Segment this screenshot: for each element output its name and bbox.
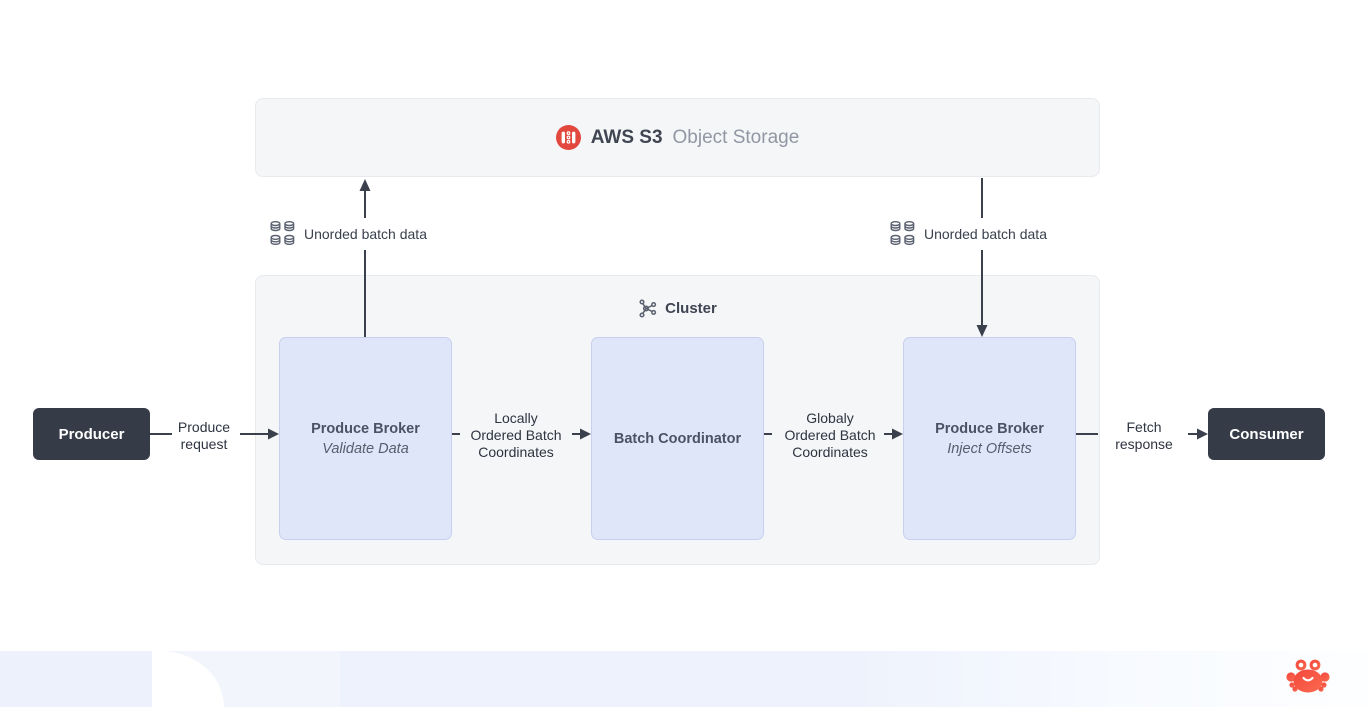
unordered-batch-data-right: Unorded batch data bbox=[889, 220, 1047, 247]
cluster-title: Cluster bbox=[665, 300, 717, 317]
edge-label-globally-ordered: Globaly Ordered Batch Coordinates bbox=[784, 410, 876, 460]
consumer-label: Consumer bbox=[1229, 425, 1304, 443]
s3-subtitle: Object Storage bbox=[672, 126, 800, 148]
node-consumer: Consumer bbox=[1208, 408, 1325, 460]
node-subtitle: Validate Data bbox=[322, 440, 409, 457]
edge-label-produce-request: Produce request bbox=[177, 419, 231, 452]
node-producer: Producer bbox=[33, 408, 150, 460]
node-title: Batch Coordinator bbox=[613, 430, 742, 447]
s3-bucket-icon bbox=[555, 125, 581, 150]
database-grid-icon bbox=[269, 220, 296, 247]
unordered-batch-data-label: Unorded batch data bbox=[304, 225, 427, 242]
database-grid-icon bbox=[889, 220, 916, 247]
node-title: Produce Broker bbox=[311, 420, 420, 437]
cluster-graph-icon bbox=[638, 299, 657, 318]
s3-storage-panel: AWS S3 Object Storage bbox=[255, 98, 1100, 177]
producer-label: Producer bbox=[58, 425, 125, 443]
unordered-batch-data-label: Unorded batch data bbox=[924, 225, 1047, 242]
node-produce-broker-inject: Produce Broker Inject Offsets bbox=[903, 337, 1076, 540]
node-title: Produce Broker bbox=[935, 420, 1044, 437]
edge-label-fetch-response: Fetch response bbox=[1115, 419, 1173, 452]
node-produce-broker-validate: Produce Broker Validate Data bbox=[279, 337, 452, 540]
node-batch-coordinator: Batch Coordinator bbox=[591, 337, 764, 540]
s3-title: AWS S3 bbox=[590, 126, 663, 148]
footer-band bbox=[0, 651, 1368, 707]
edge-label-locally-ordered: Locally Ordered Batch Coordinates bbox=[470, 410, 562, 460]
node-subtitle: Inject Offsets bbox=[947, 440, 1032, 457]
unordered-batch-data-left: Unorded batch data bbox=[269, 220, 427, 247]
cluster-header: Cluster bbox=[255, 299, 1100, 318]
crab-logo-icon bbox=[1286, 656, 1330, 701]
